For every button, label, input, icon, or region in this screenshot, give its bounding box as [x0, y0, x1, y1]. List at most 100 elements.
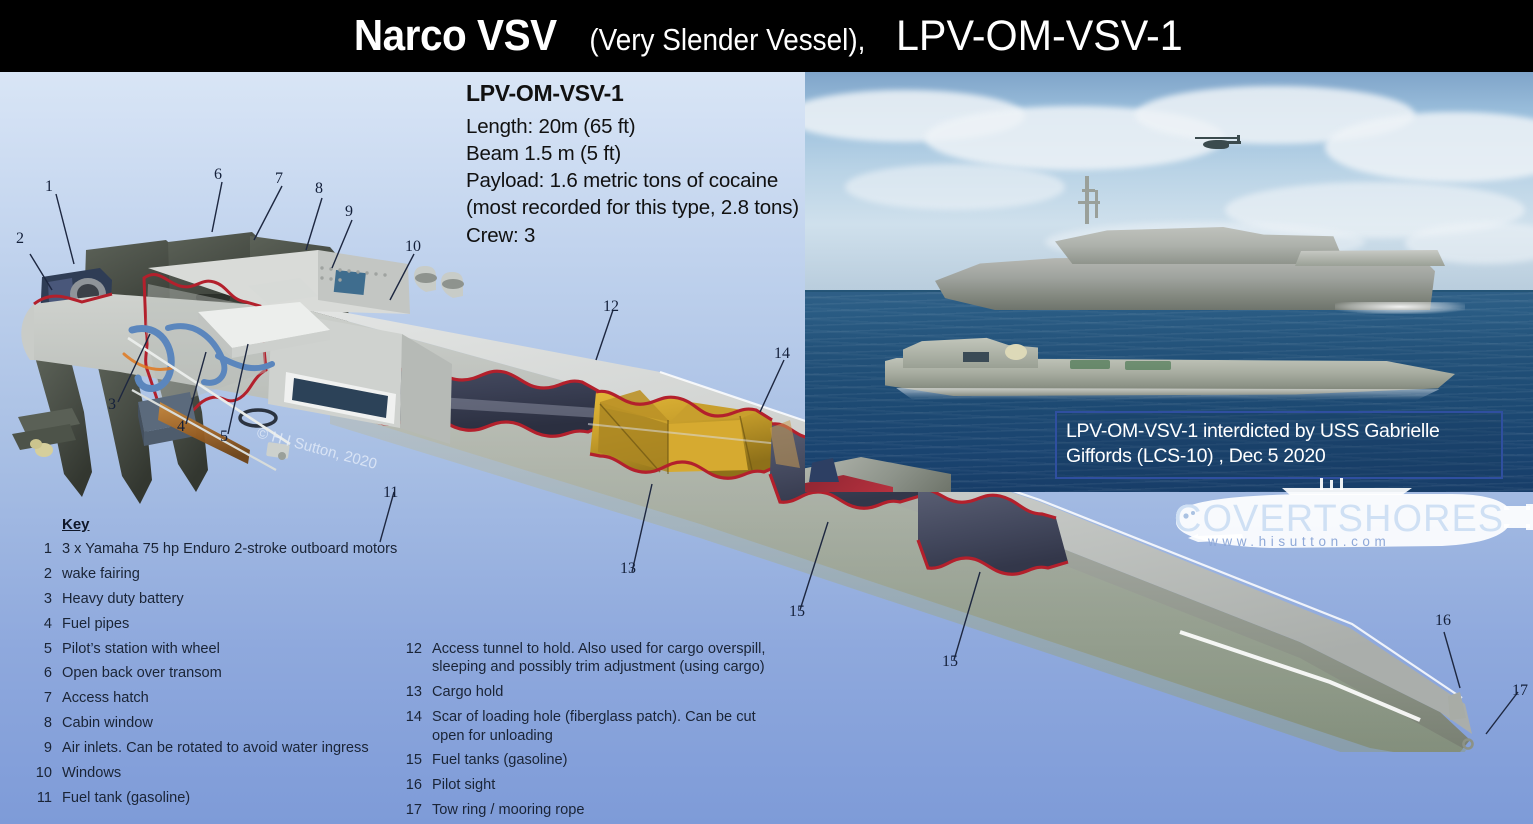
callout-5: 5 [220, 428, 228, 445]
vsv-photo-waterline [896, 388, 1440, 400]
key-number: 2 [43, 565, 52, 582]
key-item-3: 3 Heavy duty battery [30, 590, 400, 608]
key-item-17: 17 Tow ring / mooring rope [400, 801, 790, 819]
covertshores-url: www.hisutton.com [1208, 534, 1391, 549]
key-text: Access tunnel to hold. Also used for car… [432, 641, 766, 676]
spec-payload: Payload: 1.6 metric tons of cocaine [466, 169, 779, 193]
callout-16: 16 [1435, 612, 1451, 629]
specifications-block: LPV-OM-VSV-1 Length: 20m (65 ft) Beam 1.… [466, 78, 811, 249]
callout-15a: 15 [789, 603, 805, 620]
spec-crew: Crew: 3 [466, 223, 536, 247]
hull-waterline-stain [330, 410, 1466, 752]
key-number: 16 [405, 777, 422, 794]
callout-2: 2 [16, 230, 24, 247]
ship-wake [1335, 302, 1465, 314]
spec-payload-note: (most recorded for this type, 2.8 tons) [466, 196, 799, 220]
key-item-11: 11 Fuel tank (gasoline) [30, 789, 400, 807]
callout-10: 10 [405, 238, 421, 255]
title-vessel-code: LPV-OM-VSV-1 [895, 12, 1183, 60]
callout-17: 17 [1512, 682, 1528, 699]
key-text: 3 x Yamaha 75 hp Enduro 2-stroke outboar… [62, 541, 398, 557]
vsv-photo-hull-patch [1070, 360, 1110, 369]
key-number: 11 [36, 789, 52, 806]
title-main: Narco VSV [353, 11, 557, 60]
key-heading: Key [62, 516, 90, 533]
key-number: 14 [405, 709, 422, 726]
key-item-4: 4 Fuel pipes [30, 615, 400, 633]
callout-11: 11 [383, 484, 399, 501]
callout-1: 1 [45, 178, 53, 195]
helicopter-body [1203, 140, 1229, 149]
key-text: Tow ring / mooring rope [432, 802, 585, 819]
callout-8: 8 [315, 180, 323, 197]
key-item-16: 16 Pilot sight [400, 776, 790, 794]
ship-mast-antenna [1095, 190, 1098, 218]
fuel-tank-bay-2 [918, 489, 1068, 575]
key-number: 15 [405, 752, 422, 769]
key-number: 17 [405, 802, 422, 819]
key-item-14: 14 Scar of loading hole (fiberglass patc… [400, 708, 790, 745]
key-text: Fuel tanks (gasoline) [432, 752, 568, 769]
key-item-7: 7 Access hatch [30, 689, 400, 707]
spec-length: Length: 20m (65 ft) [466, 114, 636, 138]
callout-15b: 15 [942, 653, 958, 670]
helicopter-tail [1225, 141, 1241, 144]
key-text: Access hatch [62, 690, 149, 707]
key-number: 9 [43, 740, 52, 756]
key-item-15: 15 Fuel tanks (gasoline) [400, 751, 790, 769]
callout-leader-lines [29, 181, 1519, 735]
uss-gabrielle-giffords-ship [935, 176, 1465, 314]
key-text: wake fairing [62, 565, 140, 582]
key-text: Pilot sight [432, 777, 496, 794]
callout-4: 4 [177, 418, 185, 435]
callout-6: 6 [214, 166, 222, 183]
key-text: Air inlets. Can be rotated to avoid wate… [62, 740, 369, 756]
key-item-10: 10 Windows [30, 764, 400, 782]
callout-12: 12 [603, 298, 619, 315]
cloud [1325, 112, 1533, 182]
wake-fairing [21, 304, 34, 360]
key-item-12: 12 Access tunnel to hold. Also used for … [400, 640, 790, 677]
key-number: 5 [43, 640, 52, 657]
key-item-8: 8 Cabin window [30, 714, 400, 732]
interdiction-photograph [805, 72, 1533, 492]
key-text: Windows [62, 764, 122, 781]
covertshores-name: COVERTSHORES [1174, 498, 1505, 540]
key-number: 1 [43, 541, 52, 557]
cloud [845, 164, 1065, 210]
key-item-9: 9 Air inlets. Can be rotated to avoid wa… [30, 739, 400, 757]
key-text: Cargo hold [432, 684, 504, 701]
submarine-silhouette-icon [1176, 478, 1533, 548]
ship-mast-yard [1082, 189, 1095, 192]
spec-beam: Beam 1.5 m (5 ft) [466, 141, 621, 165]
key-number: 3 [43, 590, 52, 607]
vsv-photo-window [963, 352, 989, 362]
narco-vsv-in-photo [885, 334, 1455, 414]
title-bar: Narco VSV (Very Slender Vessel), LPV-OM-… [0, 0, 1533, 72]
key-column-right: 12 Access tunnel to hold. Also used for … [400, 640, 790, 824]
ship-flight-deck [1295, 250, 1445, 266]
vsv-photo-hull-patch [1125, 361, 1171, 370]
key-item-2: 2 wake fairing [30, 565, 400, 583]
callout-7: 7 [275, 170, 283, 187]
spec-heading: LPV-OM-VSV-1 [466, 80, 624, 106]
key-column-left: 1 3 x Yamaha 75 hp Enduro 2-stroke outbo… [30, 540, 400, 814]
cabin-superstructure [33, 250, 464, 471]
key-text: Heavy duty battery [62, 590, 184, 607]
cargo-hold [587, 389, 783, 480]
covertshores-watermark[interactable]: COVERTSHORES www.hisutton.com [1152, 478, 1533, 570]
bow-details [1448, 692, 1474, 750]
key-text: Scar of loading hole (fiberglass patch).… [432, 709, 756, 744]
key-number: 13 [405, 684, 422, 701]
key-text: Cabin window [62, 715, 153, 732]
helicopter-icon [1195, 134, 1241, 152]
helicopter-rotor [1195, 137, 1239, 139]
key-text: Fuel tank (gasoline) [62, 789, 191, 806]
key-number: 10 [35, 764, 52, 781]
helicopter-tail-fin [1237, 135, 1240, 143]
key-number: 4 [43, 615, 52, 632]
title-row: Narco VSV (Very Slender Vessel), LPV-OM-… [345, 11, 1189, 61]
key-item-6: 6 Open back over transom [30, 664, 400, 682]
air-inlet-vents [414, 266, 464, 298]
